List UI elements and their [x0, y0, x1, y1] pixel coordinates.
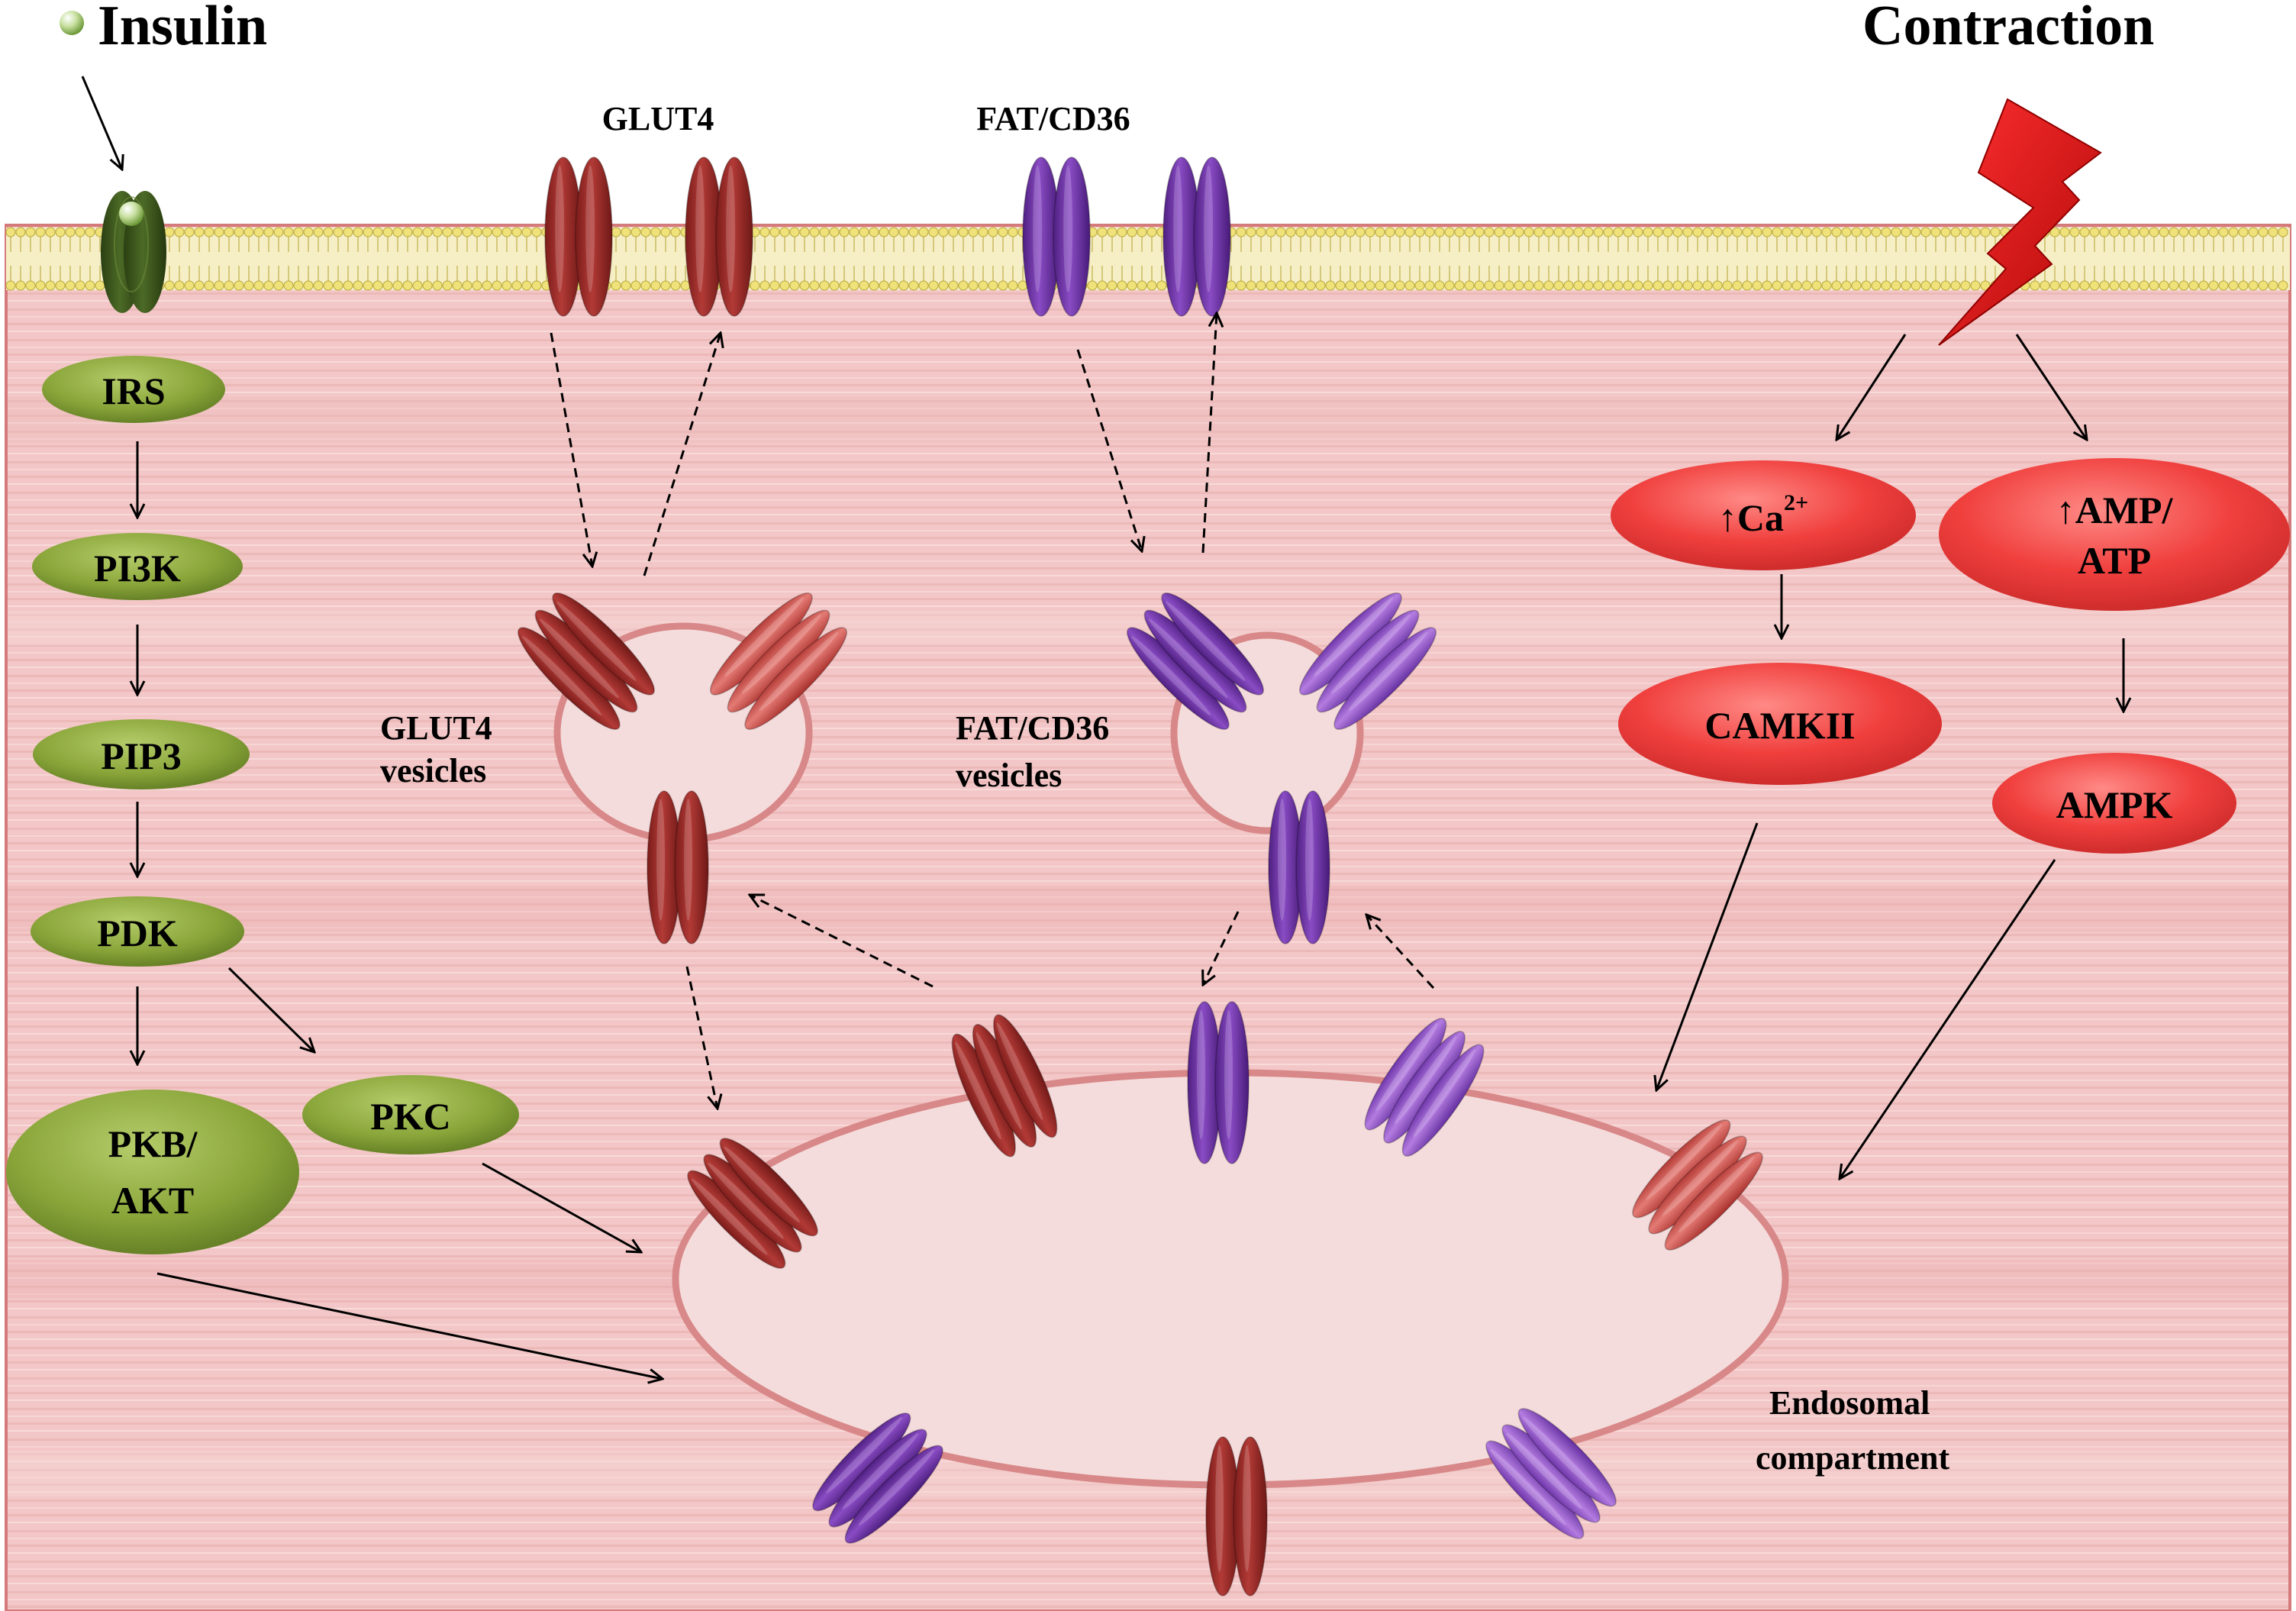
camkii-label: CAMKII	[1704, 704, 1855, 747]
glut4-vesicle-to-endosome-arrow	[685, 966, 718, 1109]
endosome-glut4-top-left	[951, 1014, 1058, 1157]
atp-label: ATP	[2078, 539, 2151, 582]
pkc-node: PKC	[302, 1075, 519, 1154]
arrow-pdk-to-pkc	[227, 967, 314, 1052]
calcium-label: ↑Ca2+	[1718, 490, 1808, 540]
plasma-membrane	[5, 227, 2290, 291]
pip3-node: PIP3	[33, 719, 250, 789]
irs-label: IRS	[102, 370, 165, 412]
fat-vesicle-to-endosome-arrow	[1203, 911, 1240, 985]
arrow-ampk-to-endosome	[1840, 859, 2056, 1179]
glut4-vesicle-transporter-bottom	[647, 790, 709, 944]
insulin-binding-arrow	[81, 76, 122, 169]
pi3k-label: PI3K	[94, 547, 181, 589]
glut4-vesicle-transporter-right	[710, 592, 847, 730]
amp-label: ↑AMP/	[2056, 489, 2174, 531]
pdk-label: PDK	[97, 912, 178, 954]
arrow-contraction-to-amp	[2015, 334, 2087, 440]
contraction-heading: Contraction	[1862, 0, 2154, 57]
fat-internalization-arrow	[1076, 349, 1142, 551]
fatcd36-vesicles-label-line2: vesicles	[956, 757, 1062, 794]
glut4-vesicles-label-line2: vesicles	[380, 752, 486, 789]
endosomal-label-line2: compartment	[1756, 1439, 1949, 1477]
bound-insulin-icon	[119, 202, 144, 226]
arrow-camkii-to-endosome	[1656, 822, 1759, 1090]
arrow-pkb-to-endosome	[156, 1272, 663, 1379]
glut4-vesicles-label-line1: GLUT4	[380, 709, 492, 747]
cell-border	[5, 224, 2291, 1611]
camkii-node: CAMKII	[1618, 663, 1942, 785]
amp-atp-node: ↑AMP/ ATP	[1939, 458, 2290, 611]
endosome-fatcd36-bottom-left	[812, 1412, 943, 1544]
pkb-akt-node: PKB/ AKT	[6, 1090, 299, 1254]
fatcd36-vesicles-label-line1: FAT/CD36	[956, 709, 1109, 747]
fatcd36-membrane-label: FAT/CD36	[976, 100, 1130, 137]
endosome-glut4-left	[687, 1138, 818, 1269]
glut4-membrane-label: GLUT4	[602, 100, 714, 137]
endosome-fatcd36-bottom-right	[1485, 1408, 1617, 1539]
akt-label: AKT	[111, 1179, 194, 1222]
glut4-membrane-transporter-1	[544, 157, 613, 317]
trafficking-arrows	[550, 313, 1435, 1109]
fatcd36-membrane-transporter-2	[1163, 157, 1231, 317]
endosome-fatcd36-top	[1187, 1001, 1250, 1164]
fatcd36-vesicle-transporter-right	[1299, 592, 1437, 730]
endosome-glut4-right	[1632, 1119, 1763, 1251]
glut4-membrane-transporter-2	[685, 157, 753, 317]
fat-translocation-arrow	[1201, 313, 1217, 554]
glut4-translocation-arrow	[643, 333, 721, 576]
glut4-vesicle-transporter-left	[518, 592, 655, 730]
membrane-transporters	[544, 157, 1231, 317]
endosome-to-fat-vesicle-arrow	[1366, 915, 1435, 990]
pip3-label: PIP3	[101, 734, 182, 777]
pkc-label: PKC	[370, 1095, 451, 1138]
pkb-label: PKB/	[108, 1122, 198, 1165]
endosomal-label-line1: Endosomal	[1769, 1384, 1930, 1422]
fatcd36-vesicle-transporter-left	[1127, 592, 1264, 730]
insulin-heading: Insulin	[98, 0, 267, 57]
fatcd36-vesicle-transporter-bottom	[1268, 790, 1330, 944]
endosome-glut4-bottom	[1205, 1436, 1268, 1596]
ampk-node: AMPK	[1992, 753, 2236, 854]
ampk-label: AMPK	[2056, 783, 2173, 826]
vesicle-transporters	[518, 592, 1763, 1596]
glut4-internalization-arrow	[550, 332, 592, 567]
lightning-bolt-icon	[1938, 98, 2102, 346]
insulin-molecule-icon	[60, 11, 84, 35]
irs-node: IRS	[42, 356, 225, 423]
arrow-contraction-to-calcium	[1836, 334, 1907, 440]
pdk-node: PDK	[31, 896, 244, 967]
fatcd36-membrane-transporter-1	[1022, 157, 1091, 317]
signalling-arrows	[137, 334, 2123, 1379]
pi3k-node: PI3K	[32, 533, 243, 600]
arrow-pkc-to-endosome	[482, 1162, 641, 1252]
endosome-fatcd36-top-right	[1364, 1018, 1485, 1157]
calcium-node: ↑Ca2+	[1611, 460, 1916, 570]
endosome-to-glut4-vesicle-arrow	[750, 895, 934, 988]
